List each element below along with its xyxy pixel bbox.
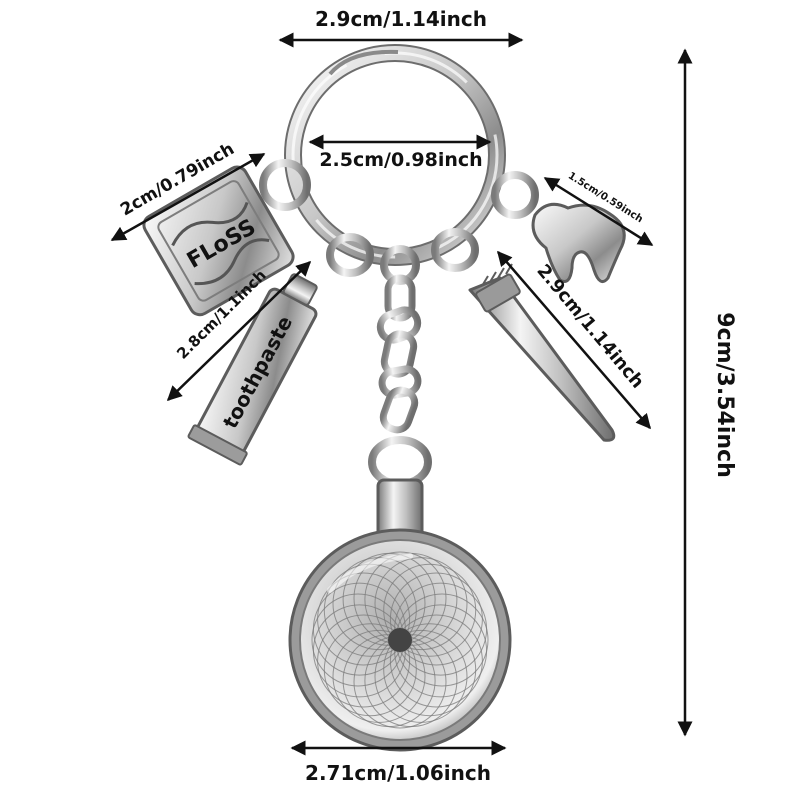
- mandala-loop: [323, 623, 417, 717]
- mandala-loop: [389, 614, 483, 708]
- mandala-loop: [317, 614, 411, 708]
- toothpaste-arrow: [166, 260, 312, 402]
- mandala-loop: [389, 572, 483, 666]
- glass-pendant: [288, 478, 512, 752]
- mandala-loop: [374, 629, 468, 723]
- mandala-pattern: [311, 551, 489, 729]
- mandala-loop: [394, 582, 488, 676]
- pendant-label: 2.71cm/1.06inch: [305, 761, 491, 785]
- ring-inner-label: 2.5cm/0.98inch: [319, 149, 482, 171]
- mandala-loop: [317, 572, 411, 666]
- mandala-loop: [394, 604, 488, 698]
- floss-arrow: [110, 152, 266, 242]
- mandala-loop: [383, 563, 477, 657]
- height-label: 9cm/3.54inch: [712, 312, 737, 478]
- mandala-loop: [312, 582, 406, 676]
- mandala-loop: [374, 557, 468, 651]
- split-ring: [284, 44, 506, 266]
- mandala-loop: [332, 557, 426, 651]
- measurement-arrows: [110, 32, 693, 756]
- tooth-arrow: [543, 176, 654, 247]
- mandala-loop: [342, 634, 436, 728]
- mandala-loop: [383, 623, 477, 717]
- chain: [368, 274, 432, 488]
- toothbrush-arrow: [497, 250, 651, 430]
- ring-outer-label: 2.9cm/1.14inch: [315, 7, 487, 31]
- toothbrush-charm: [468, 263, 616, 442]
- mandala-loop: [332, 629, 426, 723]
